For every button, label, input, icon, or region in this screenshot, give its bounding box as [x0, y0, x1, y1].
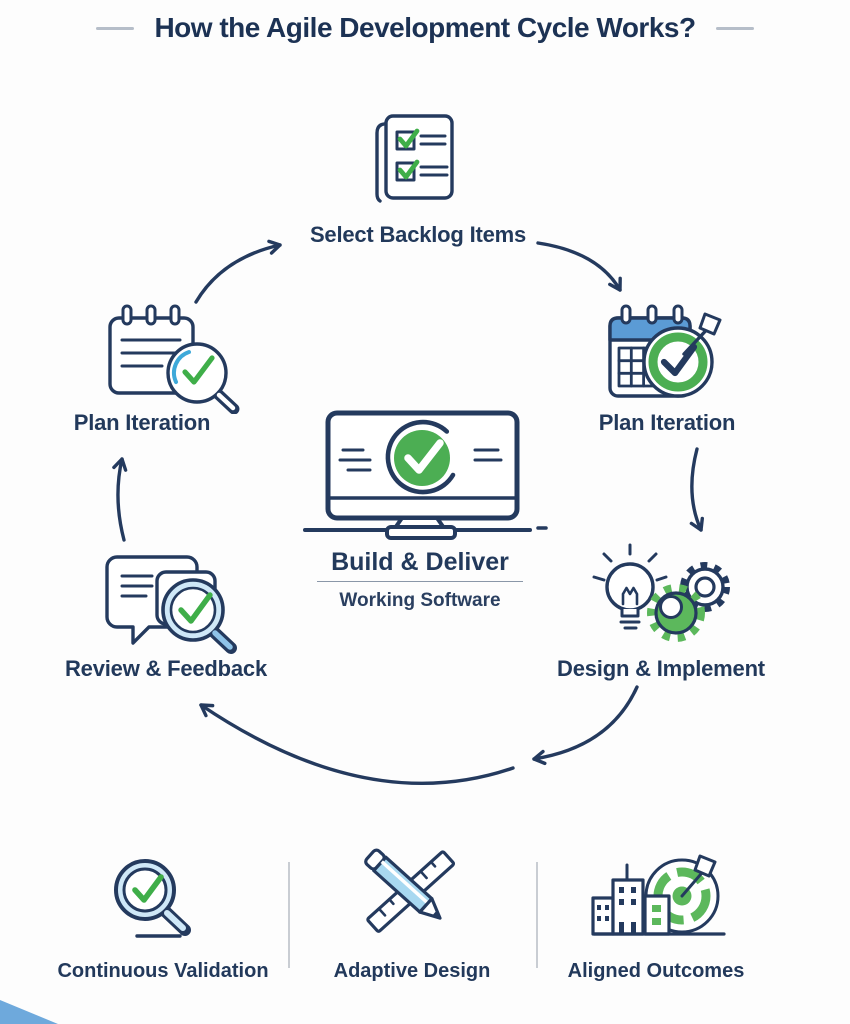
footer-label-continuous-validation: Continuous Validation	[57, 960, 269, 982]
step-label-plan-iteration-left: Plan Iteration	[73, 410, 211, 435]
arrow-bottomright-to-bottom	[532, 685, 639, 766]
step-label-design-implement: Design & Implement	[557, 656, 765, 681]
notepad-magnifier-icon	[108, 304, 240, 414]
footer-divider-2	[536, 862, 538, 968]
arrow-right-down	[689, 447, 705, 532]
title-dash-right	[715, 26, 754, 30]
footer-label-adaptive-design: Adaptive Design	[333, 960, 491, 982]
title-dash-left	[96, 26, 135, 30]
pencil-ruler-icon	[364, 848, 456, 933]
footer-label-aligned-outcomes: Aligned Outcomes	[567, 960, 745, 982]
arrow-left-to-top	[194, 239, 282, 304]
chat-magnifier-icon	[105, 555, 237, 654]
arrow-top-to-right	[536, 241, 622, 292]
page-title: How the Agile Development Cycle Works?	[154, 12, 696, 43]
calendar-target-icon	[608, 304, 722, 398]
magnifier-check-icon	[114, 859, 191, 938]
center-subtitle: Working Software	[339, 590, 501, 611]
checklist-icon	[375, 114, 454, 203]
header: How the Agile Development Cycle Works?	[0, 12, 850, 44]
footer-divider-1	[288, 862, 290, 968]
monitor-check-icon	[303, 410, 548, 540]
step-label-review-feedback: Review & Feedback	[64, 656, 268, 681]
step-label-plan-iteration-right: Plan Iteration	[598, 410, 736, 435]
corner-decoration	[0, 1000, 58, 1024]
center-title: Build & Deliver	[331, 548, 509, 576]
arrow-bottom-to-left	[199, 703, 515, 786]
step-label-select-backlog: Select Backlog Items	[309, 222, 527, 247]
center-divider	[317, 581, 523, 582]
arrow-left-up	[112, 457, 128, 542]
lightbulb-gears-icon	[592, 543, 730, 642]
buildings-target-icon	[591, 854, 726, 936]
